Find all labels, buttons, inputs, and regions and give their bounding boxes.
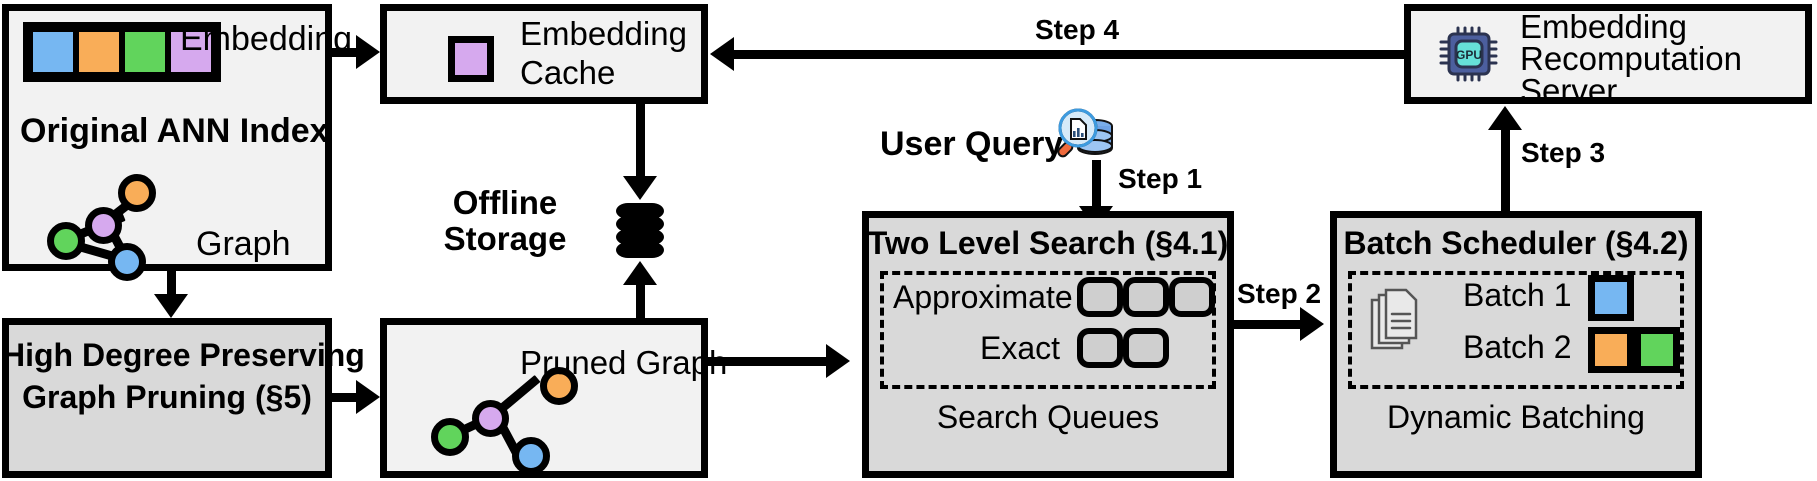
exact-slot (1123, 328, 1169, 368)
arrow-cache-to-storage-line (636, 104, 645, 182)
embedding-cache-line1: Embedding (520, 15, 687, 52)
graph-pruning-box (2, 318, 332, 478)
arrow-step1-line (1092, 160, 1101, 212)
arrow-step4-line (732, 50, 1406, 59)
graph-pruning-line1: High Degree Preserving (2, 337, 365, 373)
query-search-database-icon (1057, 108, 1113, 158)
step3-label: Step 3 (1521, 137, 1606, 168)
offline-storage-line1: Offline (452, 184, 558, 221)
embedding-cache-line2: Cache (520, 54, 616, 91)
step2-label: Step 2 (1237, 278, 1322, 309)
graph-node-orange (118, 174, 156, 212)
embedding-cell-orange (76, 29, 122, 75)
user-query-label: User Query (880, 125, 1064, 163)
embedding-cell-green (122, 29, 168, 75)
arrow-index-to-cache-head (356, 35, 380, 69)
arrow-index-to-pruning-line (167, 271, 176, 299)
embedding-label: Embedding (180, 20, 353, 58)
arrow-pruning-to-pruned-head (356, 380, 380, 414)
arrow-step3-head (1488, 106, 1522, 130)
original-ann-index-title: Original ANN Index (20, 112, 329, 150)
arrow-cache-to-storage-head (623, 176, 657, 200)
step1-label: Step 1 (1118, 163, 1203, 194)
pruned-node-green (431, 418, 469, 456)
exact-row-label: Exact (980, 330, 1061, 366)
exact-slot (1077, 328, 1123, 368)
embedding-cache-box (380, 4, 708, 104)
dynamic-batching-footer: Dynamic Batching (1387, 399, 1645, 435)
arrow-step3-line (1501, 128, 1510, 214)
embedding-cell-purple (168, 29, 214, 75)
graph-node-purple (85, 207, 122, 244)
arrow-pruned-to-search-line (708, 357, 828, 366)
batch-2-chip-green (1634, 327, 1680, 373)
graph-node-green (47, 222, 85, 260)
batch-2-label: Batch 2 (1463, 329, 1572, 365)
embedding-cache-chip (448, 36, 494, 82)
gpu-chip-icon: GPU (1439, 26, 1498, 82)
search-queues-dashed-area (880, 271, 1216, 389)
arrow-step2-head (1300, 307, 1324, 341)
graph-label: Graph (196, 225, 291, 263)
arrow-pruning-to-pruned-line (332, 393, 364, 402)
arrow-pruned-to-search-head (826, 344, 850, 378)
approximate-row-label: Approximate (893, 279, 1073, 315)
two-level-search-box (862, 211, 1234, 478)
recomputation-server-line3: Server (1520, 72, 1618, 109)
step4-label: Step 4 (1035, 14, 1120, 45)
batch-2-chip-orange (1588, 327, 1634, 373)
database-icon (616, 203, 664, 261)
graph-node-blue (108, 243, 146, 281)
graph-pruning-line2: Graph Pruning (§5) (22, 379, 312, 415)
recomputation-server-line2: Recomputation (1520, 40, 1742, 77)
arrow-index-to-pruning-head (154, 294, 188, 318)
search-queues-footer: Search Queues (936, 399, 1160, 435)
documents-stack-icon (1370, 288, 1418, 350)
offline-storage-line2: Storage (443, 220, 567, 257)
arrow-pruned-to-storage-head (623, 261, 657, 285)
arrow-index-to-cache-line (332, 48, 364, 57)
pruned-node-purple (472, 400, 509, 437)
embedding-cell-blue (30, 29, 76, 75)
approximate-slot (1169, 277, 1215, 317)
arrow-step2-line (1234, 320, 1306, 329)
pruned-graph-label: Pruned Graph (520, 344, 728, 381)
approximate-slot (1123, 277, 1169, 317)
pruned-node-orange (540, 367, 578, 405)
batch-scheduler-title: Batch Scheduler (§4.2) (1343, 225, 1689, 261)
batch-1-label: Batch 1 (1463, 277, 1572, 313)
recomputation-server-line1: Embedding (1520, 8, 1687, 45)
arrow-step4-head (710, 37, 734, 71)
two-level-search-title: Two Level Search (§4.1) (867, 225, 1229, 261)
batch-1-chip-blue (1588, 275, 1634, 321)
pruned-node-blue (512, 437, 550, 475)
dynamic-batching-dashed-area (1348, 271, 1684, 389)
embedding-strip (23, 22, 221, 82)
approximate-slot (1077, 277, 1123, 317)
svg-text:GPU: GPU (1456, 48, 1482, 62)
arrow-pruned-to-storage-line (636, 284, 645, 324)
